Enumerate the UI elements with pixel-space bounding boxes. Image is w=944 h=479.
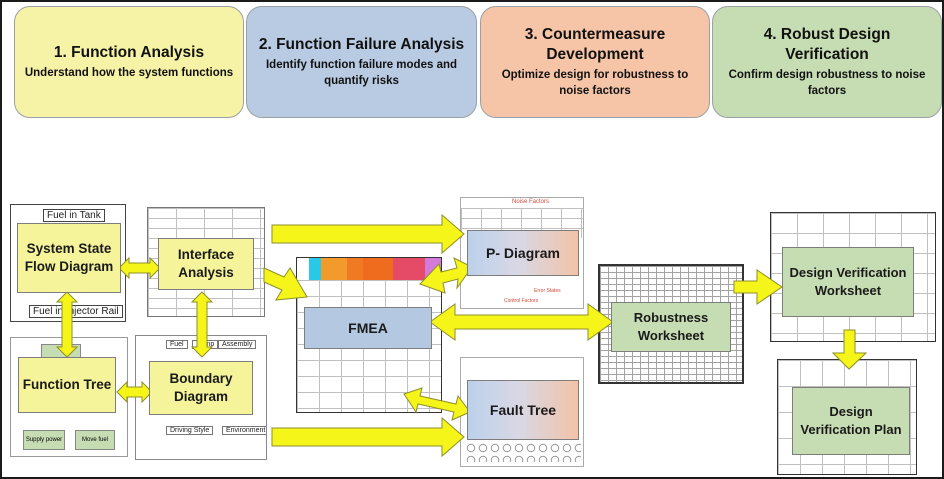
design-verification-worksheet-label: Design Verification Worksheet xyxy=(789,265,907,298)
p-diagram-label: P- Diagram xyxy=(486,245,560,261)
fault-tree-nodes xyxy=(465,442,581,462)
noise-factors-label: Noise Factors xyxy=(509,199,553,205)
interface-analysis-box: Interface Analysis xyxy=(158,238,254,290)
design-verification-plan-label: Design Verification Plan xyxy=(800,404,902,437)
error-states-label: Error States xyxy=(531,288,564,294)
interface-analysis-label: Interface Analysis xyxy=(177,247,235,280)
phase-title: 2. Function Failure Analysis xyxy=(258,36,465,53)
phase-function-failure-analysis: 2. Function Failure Analysis Identify fu… xyxy=(246,6,477,118)
arrow-system-interface xyxy=(118,256,161,280)
phase-subtitle: Optimize design for robustness to noise … xyxy=(501,69,689,97)
arrow-interface-boundary xyxy=(190,291,214,358)
supply-power-node: Supply power xyxy=(23,430,65,450)
phase-subtitle: Understand how the system functions xyxy=(24,67,234,79)
supply-power-label: Supply power xyxy=(25,437,63,443)
fmea-header-colors xyxy=(297,258,441,280)
fuel-in-rail-label: Fuel in Injector Rail xyxy=(29,305,123,318)
p-diagram-box: P- Diagram xyxy=(467,230,579,276)
robustness-worksheet-box: Robustness Worksheet xyxy=(611,302,731,352)
fault-tree-box: Fault Tree xyxy=(467,380,579,440)
environment-label: Environment xyxy=(222,426,266,435)
control-factors-label: Control Factors xyxy=(501,298,542,304)
function-tree-box: Function Tree xyxy=(18,357,116,413)
phase-function-analysis: 1. Function Analysis Understand how the … xyxy=(14,6,244,118)
arrow-interface-to-fmea xyxy=(263,267,308,301)
arrow-fmea-fault-tree xyxy=(403,387,471,421)
system-state-flow-box: System State Flow Diagram xyxy=(17,223,121,293)
fmea-label: FMEA xyxy=(348,320,388,336)
function-tree-label: Function Tree xyxy=(22,377,112,392)
design-verification-plan-box: Design Verification Plan xyxy=(792,387,910,455)
fuel-label: Fuel xyxy=(166,340,188,349)
arrow-system-function-tree xyxy=(55,291,79,358)
fmea-box: FMEA xyxy=(304,307,432,349)
boundary-diagram-box: Boundary Diagram xyxy=(149,361,253,415)
assembly-label: Assembly xyxy=(218,340,257,349)
fault-tree-label: Fault Tree xyxy=(489,402,557,418)
driving-style-label: Driving Style xyxy=(166,426,214,435)
design-verification-worksheet-box: Design Verification Worksheet xyxy=(782,247,914,317)
arrow-robustness-to-dvw xyxy=(733,269,783,305)
phase-countermeasure-development: 3. Countermeasure Development Optimize d… xyxy=(480,6,710,118)
phase-title: 3. Countermeasure Development xyxy=(524,26,666,63)
arrow-function-tree-boundary xyxy=(116,380,153,404)
phase-title: 4. Robust Design Verification xyxy=(763,26,891,63)
phase-subtitle: Identify function failure modes and quan… xyxy=(265,59,458,87)
move-fuel-node: Move fuel xyxy=(75,430,115,450)
arrow-dvw-to-dvp xyxy=(831,329,868,370)
phase-title: 1. Function Analysis xyxy=(53,44,205,61)
arrow-fmea-p-diagram xyxy=(419,257,473,294)
robustness-worksheet-label: Robustness Worksheet xyxy=(633,310,709,343)
phase-robust-design-verification: 4. Robust Design Verification Confirm de… xyxy=(712,6,942,118)
phase-subtitle: Confirm design robustness to noise facto… xyxy=(728,69,926,97)
boundary-diagram-label: Boundary Diagram xyxy=(169,371,233,404)
arrow-top-to-p-diagram xyxy=(271,213,465,255)
arrow-bottom-to-fault-tree xyxy=(271,416,465,458)
fuel-in-tank-label: Fuel in Tank xyxy=(43,209,105,222)
move-fuel-label: Move fuel xyxy=(81,437,108,443)
arrow-fmea-robustness xyxy=(429,303,614,341)
system-state-flow-label: System State Flow Diagram xyxy=(24,241,114,274)
